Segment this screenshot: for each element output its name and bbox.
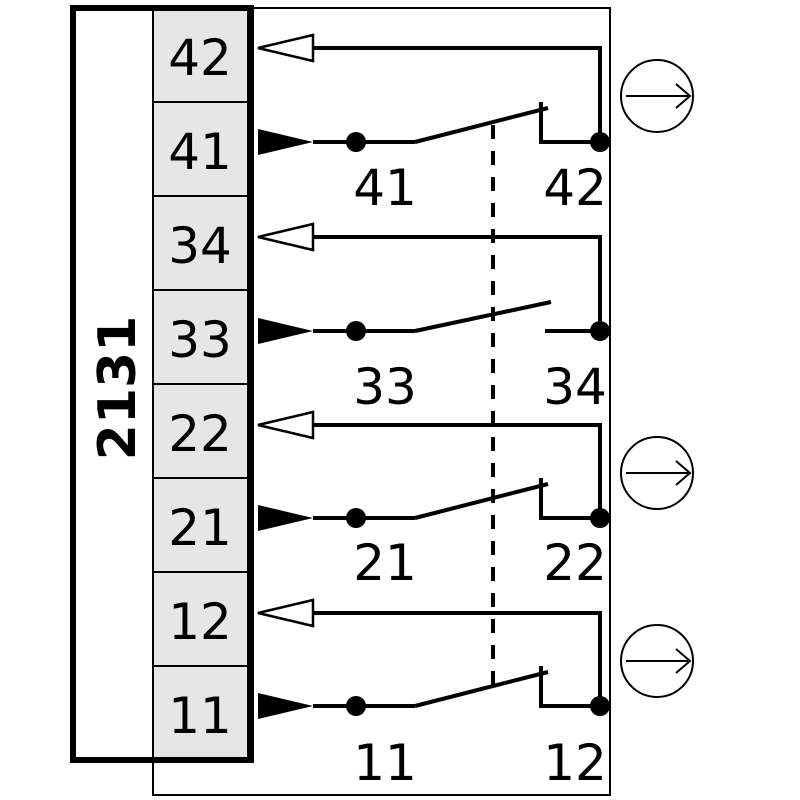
output-wire	[313, 235, 602, 331]
filled-triangle-icon	[258, 693, 313, 719]
contact-label-22: 22	[543, 534, 607, 592]
contact-label-42: 42	[543, 159, 607, 217]
circled-arrow-icon	[620, 59, 694, 133]
circled-arrow-icon	[620, 624, 694, 698]
terminal-cell-11	[152, 665, 249, 761]
terminal-number-33: 33	[168, 311, 232, 369]
fixed-contact	[539, 666, 600, 708]
filled-triangle-icon	[258, 505, 313, 531]
contact-label-41: 41	[353, 159, 417, 217]
contact-33-34: 33 34	[257, 222, 610, 416]
device-code: 2131	[88, 316, 148, 461]
terminal-number-12: 12	[168, 593, 232, 651]
contact-circuits: 41 42 33 34 21 22 11 12	[257, 33, 694, 792]
hollow-triangle-icon	[257, 33, 315, 63]
filled-triangle-icon	[258, 318, 313, 344]
output-wire	[313, 611, 602, 706]
hollow-triangle-icon	[257, 222, 315, 252]
circled-arrow-icon	[620, 436, 694, 510]
fixed-contact	[539, 102, 600, 144]
left-contact-dot	[346, 508, 366, 528]
switch-blade	[414, 670, 549, 708]
output-wire	[313, 423, 602, 518]
terminal-number-22: 22	[168, 405, 232, 463]
contact-41-42: 41 42	[257, 33, 694, 217]
terminal-cell-21	[152, 477, 249, 573]
switch-blade	[414, 300, 552, 333]
terminal-cell-12	[152, 571, 249, 667]
filled-triangle-icon	[258, 129, 313, 155]
left-contact-dot	[346, 696, 366, 716]
contact-label-33: 33	[353, 358, 417, 416]
terminal-number-21: 21	[168, 499, 232, 557]
terminal-cell-33	[152, 289, 249, 385]
contact-label-11: 11	[353, 734, 417, 792]
contact-label-34: 34	[543, 358, 607, 416]
fixed-contact	[539, 478, 600, 520]
hollow-triangle-icon	[257, 410, 315, 440]
output-wire	[313, 46, 602, 142]
hollow-triangle-icon	[257, 598, 315, 628]
left-contact-dot	[346, 132, 366, 152]
device-housing	[70, 5, 254, 763]
terminal-number-42: 42	[168, 29, 232, 87]
contact-11-12: 11 12	[257, 598, 694, 792]
terminal-strip: 42 41 34 33 22 21 12 11	[152, 7, 249, 761]
terminal-number-11: 11	[168, 687, 232, 745]
contact-label-21: 21	[353, 534, 417, 592]
left-contact-dot	[346, 321, 366, 341]
contact-label-12: 12	[543, 734, 607, 792]
switch-blade	[414, 482, 549, 520]
contact-21-22: 21 22	[257, 410, 694, 592]
terminal-number-41: 41	[168, 123, 232, 181]
terminal-cell-41	[152, 101, 249, 197]
switch-blade	[414, 106, 549, 144]
terminal-number-34: 34	[168, 217, 232, 275]
